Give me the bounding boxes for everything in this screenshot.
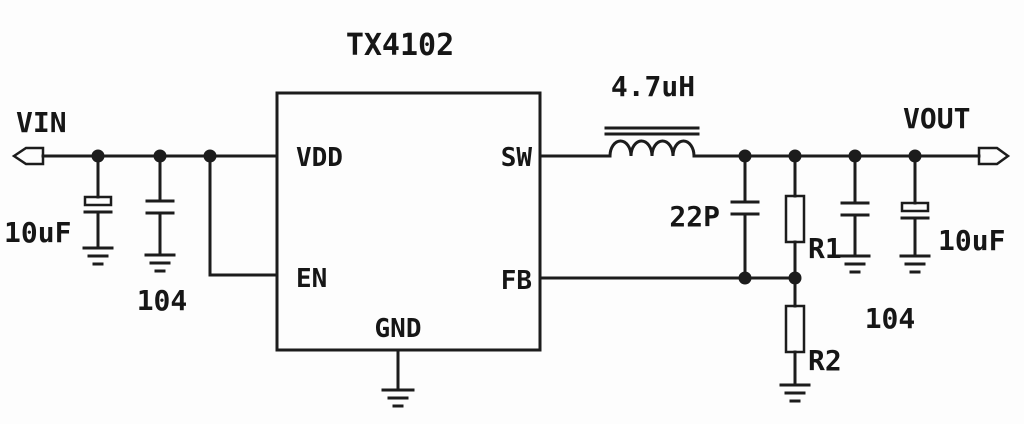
ground-symbol [779,383,811,403]
inductor-label: 4.7uH [611,70,695,103]
capacitor-label: 104 [865,302,916,335]
output-terminal-symbol [977,146,1011,166]
capacitor-label: 10uF [4,216,71,249]
junction-dot [738,271,752,285]
resistor-label: R1 [808,232,842,265]
ic-tx4102: VDD SW EN FB GND [275,91,542,352]
resistor-r1: R1 [784,154,842,280]
inductor-coil [608,139,696,158]
capacitor-feedforward: 22P [669,154,760,280]
resistor-r2: R2 [779,276,842,403]
pin-label-gnd: GND [375,314,422,344]
resistor-body [784,304,806,354]
ic-body [275,91,542,352]
capacitor-label: 104 [137,284,188,317]
ground-symbol [144,253,176,273]
capacitor-plate [83,195,113,207]
ground-symbol [82,246,114,266]
pin-label-fb: FB [501,266,532,296]
inductor-4u7: 4.7uH [604,70,700,158]
wire-vdd-to-en [208,154,279,277]
ic-title: TX4102 [346,28,454,63]
ground-symbol [381,388,415,408]
ground-symbol [839,254,871,274]
capacitor-label: 10uF [938,224,1005,257]
input-terminal-vin: VIN [11,106,67,166]
capacitor-plate [900,201,930,213]
vin-label: VIN [16,106,67,139]
capacitor-output-bulk: 10uF [899,154,1005,274]
pin-label-sw: SW [501,143,533,173]
output-terminal-vout: VOUT [903,102,1011,166]
input-terminal-symbol [11,146,45,166]
pin-label-en: EN [296,264,327,294]
capacitor-output-ceramic: 104 [839,154,916,335]
ground-symbol [899,254,931,274]
pin-label-vdd: VDD [296,143,343,173]
resistor-label: R2 [808,344,842,377]
ic-ground-connection [381,348,415,408]
resistor-body [784,194,806,244]
capacitor-input-bulk: 10uF [4,154,114,266]
capacitor-input-ceramic: 104 [137,154,188,317]
capacitor-label: 22P [669,200,720,233]
vout-label: VOUT [903,102,970,135]
